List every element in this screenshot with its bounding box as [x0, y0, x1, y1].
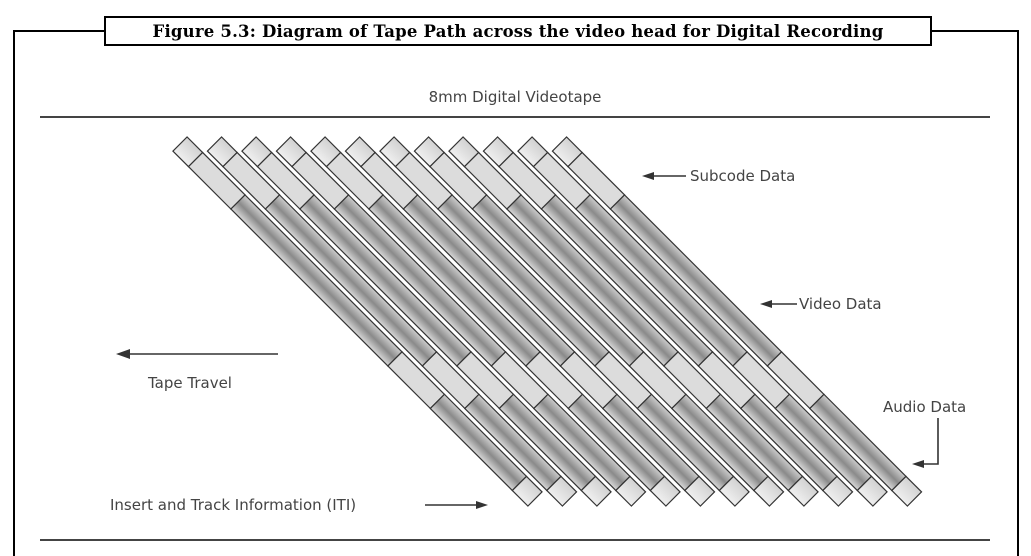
iti-arrow [425, 501, 488, 509]
track [517, 136, 888, 507]
track-edge-segment [787, 475, 819, 507]
audio-arrow [912, 418, 939, 468]
tape-travel-label: Tape Travel [147, 374, 232, 392]
track-edge-segment [752, 475, 785, 507]
video-label: Video Data [799, 295, 882, 313]
track [413, 136, 785, 507]
track [241, 136, 612, 507]
video-arrow [760, 300, 797, 308]
diagram-title: 8mm Digital Videotape [429, 88, 602, 106]
track [551, 136, 923, 507]
track-edge-segment [649, 475, 681, 507]
track-edge-segment [890, 475, 923, 507]
audio-label: Audio Data [883, 398, 966, 416]
track [379, 136, 750, 507]
track-edge-segment [718, 475, 750, 507]
track-group [172, 136, 923, 507]
figure-caption: Figure 5.3: Diagram of Tape Path across … [152, 21, 884, 41]
track [206, 136, 578, 507]
figure-caption-box: Figure 5.3: Diagram of Tape Path across … [104, 16, 932, 46]
subcode-arrow [642, 172, 686, 180]
track-edge-segment [614, 475, 647, 507]
track-edge-segment [856, 475, 888, 507]
iti-label: Insert and Track Information (ITI) [110, 496, 356, 514]
track [172, 136, 543, 507]
tape-travel-arrow [116, 349, 278, 359]
track [344, 136, 716, 507]
track-edge-segment [580, 475, 612, 507]
track [448, 136, 819, 507]
track [275, 136, 647, 507]
track-edge-segment [821, 475, 854, 507]
track [310, 136, 681, 507]
track-edge-segment [683, 475, 716, 507]
track-edge-segment [545, 475, 578, 507]
track-edge-segment [511, 475, 543, 507]
track [482, 136, 854, 507]
subcode-label: Subcode Data [690, 167, 795, 185]
